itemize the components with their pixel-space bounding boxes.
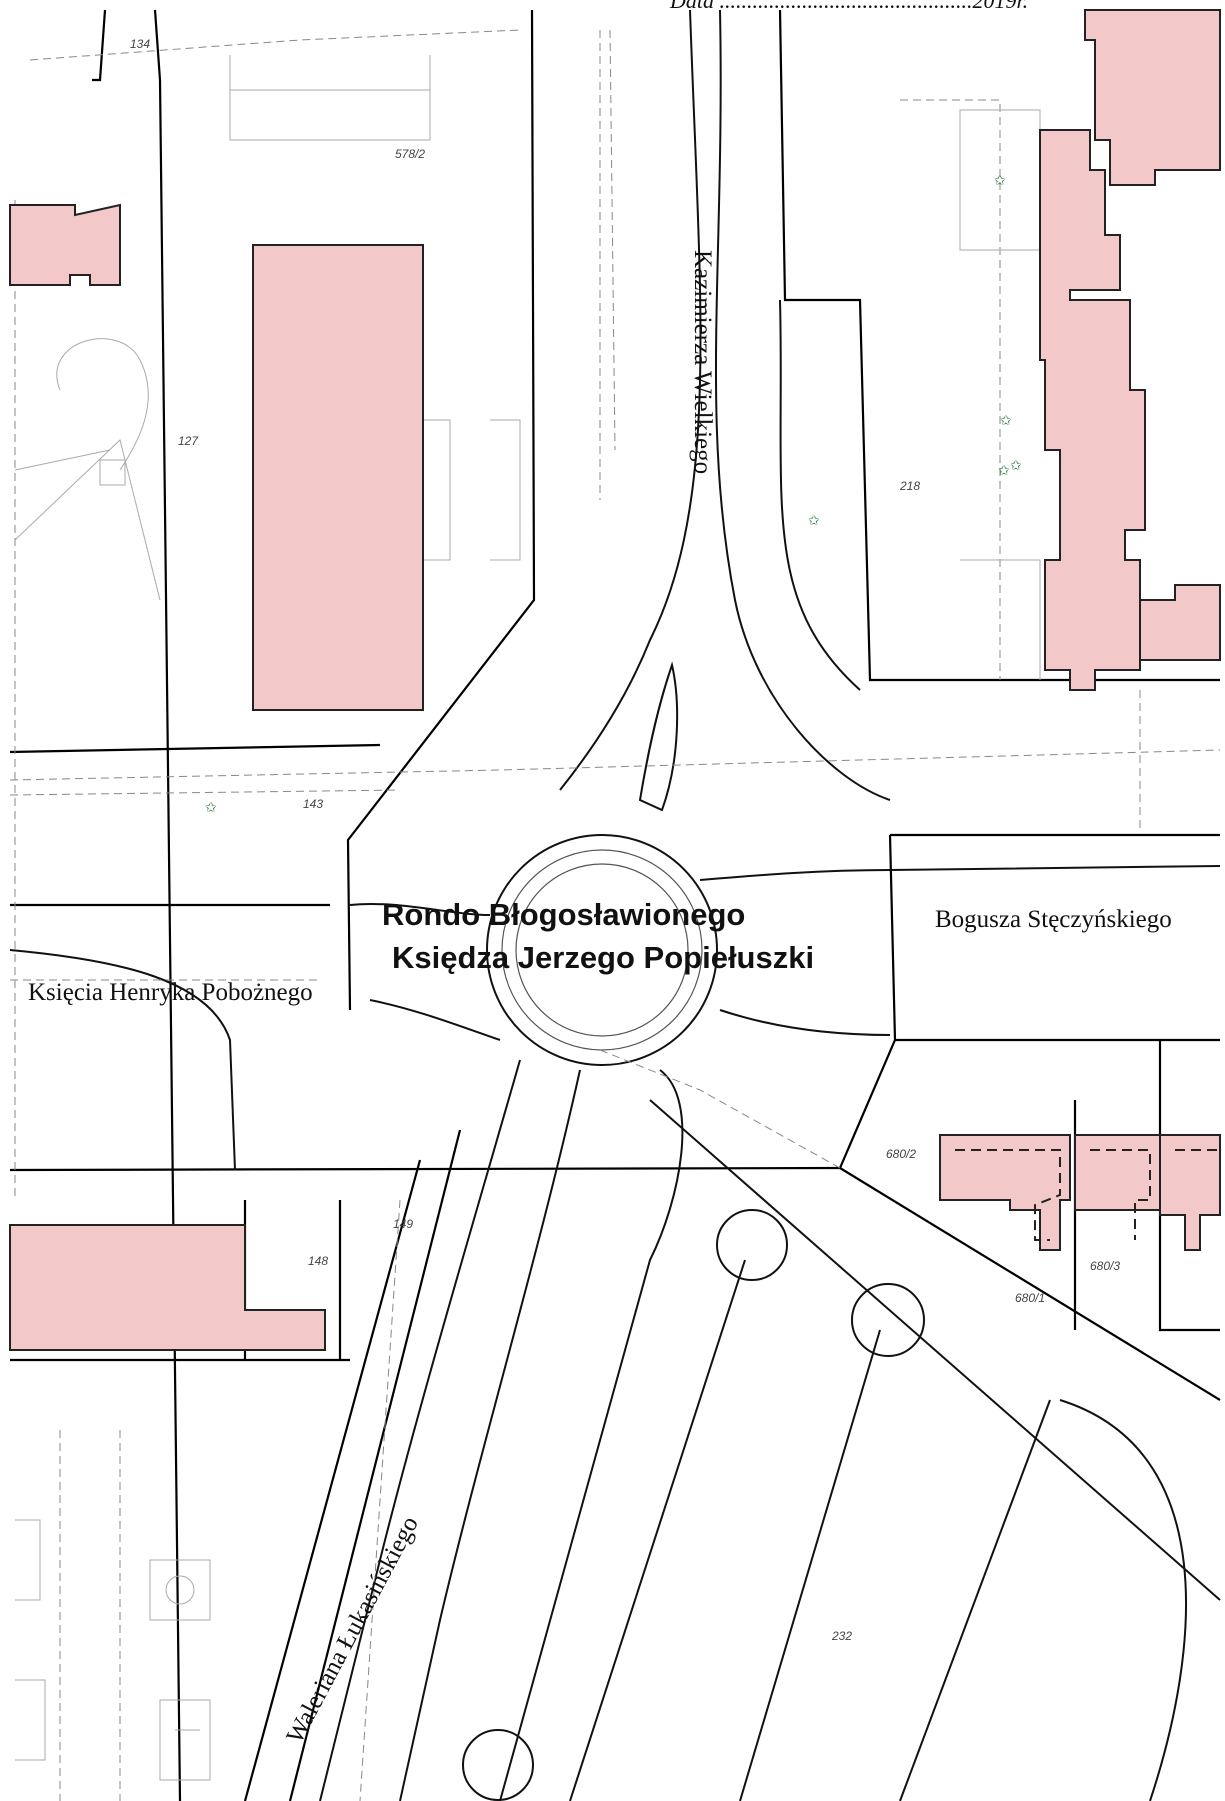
roundabout-name-line-1: Rondo Błogosławionego <box>382 897 745 932</box>
road-east-south-kerb <box>719 1009 891 1036</box>
road-sw-kerb-1 <box>319 1059 521 1801</box>
parking-turn-3 <box>462 1729 534 1801</box>
parcel-line-sw-road <box>243 1159 422 1801</box>
structure-right-building <box>420 419 451 561</box>
road-west-south-kerb <box>369 999 501 1041</box>
plot-label-143: 143 <box>303 797 323 811</box>
street-label-kazimierza-wielkiego: Kazimierza Wielkiego <box>689 250 716 474</box>
parcel-line-left-vertical-2 <box>92 9 107 82</box>
survey-line-1 <box>9 749 1221 781</box>
parking-aisle-2 <box>739 1329 881 1801</box>
plot-label-578-2: 578/2 <box>395 147 425 161</box>
building-south-east-3 <box>1159 1134 1221 1251</box>
u-shaped-structure <box>229 55 431 141</box>
park-path-circle <box>56 338 149 471</box>
roundabout-name-line-2: Księdza Jerzego Popiełuszki <box>392 940 814 975</box>
kiosk-strip <box>159 1699 211 1781</box>
road-kerbs <box>9 9 1221 1801</box>
street-label-bogusza-steczynskiego: Bogusza Stęczyńskiego <box>935 906 1172 933</box>
building-outline-dashed-1 <box>955 1149 1061 1241</box>
survey-line-10 <box>359 1199 401 1801</box>
building-west-small <box>9 203 121 286</box>
parcel-line-top-horizontal <box>9 743 381 754</box>
plot-labels: 134 578/2 127 218 143 149 148 680/2 680/… <box>130 37 1120 1643</box>
roundabout-label: Rondo Błogosławionego Księdza Jerzego Po… <box>382 897 814 975</box>
survey-line-4 <box>599 1049 841 1169</box>
building-large-central <box>252 244 424 711</box>
plot-label-148: 148 <box>308 1254 328 1268</box>
curb-right-lower <box>960 559 1041 680</box>
survey-line-9 <box>59 1430 121 1801</box>
building-south-east-2 <box>1074 1134 1161 1211</box>
building-northeast-1 <box>1084 9 1221 186</box>
parcel-line-bottom-h <box>9 1166 841 1172</box>
road-se-kerb <box>649 1099 1221 1601</box>
parcel-line-sw-road-2 <box>288 1129 462 1801</box>
star-outline-icon: ✩ <box>998 463 1010 479</box>
park-path-diag <box>14 439 161 601</box>
date-line: Data ...................................… <box>669 0 1028 13</box>
plot-label-232: 232 <box>831 1629 852 1643</box>
parcel-line-mid-vertical <box>346 9 536 1011</box>
plot-label-134: 134 <box>130 37 150 51</box>
building-east-edge <box>1139 584 1221 661</box>
parking-turn-1 <box>716 1209 788 1281</box>
buildings <box>9 9 1221 1351</box>
roundabout-inner-ring <box>501 849 703 1051</box>
plot-label-680-1: 680/1 <box>1015 1291 1045 1305</box>
road-north-east-kerb <box>714 9 891 801</box>
structure-mid-strip <box>490 419 521 561</box>
parcel-boundaries <box>9 9 1221 1801</box>
star-outline-icon: ✩ <box>994 173 1006 189</box>
structure-bottom-left <box>15 1519 41 1601</box>
road-west-curve <box>9 949 236 1171</box>
trees: ✩ ✩ ✩ ✩ ✩ ✩ <box>205 173 1022 816</box>
building-outline-dashed-2 <box>1090 1149 1151 1240</box>
building-south-east-1 <box>939 1134 1071 1251</box>
star-outline-icon: ✩ <box>205 800 217 816</box>
roundabout-outer-ring <box>486 834 718 1066</box>
star-outline-icon: ✩ <box>1000 413 1012 429</box>
parcel-line-diag-e <box>838 1039 897 1169</box>
parking-turn-2 <box>851 1283 925 1357</box>
road-sw-kerb-2 <box>399 1069 581 1801</box>
pavilion <box>99 459 126 486</box>
road-north-west-kerb <box>559 9 702 791</box>
building-southwest <box>9 1224 326 1351</box>
fountain-circle <box>165 1575 195 1605</box>
road-east-north-kerb <box>699 865 1221 881</box>
plot-label-680-2: 680/2 <box>886 1147 916 1161</box>
plot-label-127: 127 <box>178 434 199 448</box>
parking-aisle-1 <box>569 1259 746 1801</box>
plot-label-218: 218 <box>899 479 920 493</box>
road-north-inner <box>779 299 861 691</box>
street-label-waleriana-lukasinskiego: Waleriana Łukasińskiego <box>281 1512 424 1748</box>
splitter-island-north <box>638 661 679 812</box>
parking-aisle-3 <box>899 1399 1051 1801</box>
fountain-square <box>149 1559 211 1621</box>
parcel-line-right-upper <box>778 9 1220 682</box>
survey-line-6 <box>599 29 616 500</box>
star-outline-icon: ✩ <box>808 513 820 529</box>
plot-label-149: 149 <box>393 1217 413 1231</box>
road-west-north-kerb <box>349 903 491 916</box>
survey-line-7 <box>900 99 1001 680</box>
parking-right-curve <box>1059 1399 1187 1801</box>
survey-line-2 <box>9 789 401 796</box>
roundabout-island <box>515 863 689 1037</box>
structure-bottom-left-2 <box>15 1679 46 1761</box>
building-east-terrace <box>1039 129 1146 691</box>
plot-label-680-3: 680/3 <box>1090 1259 1120 1273</box>
faint-details <box>14 55 1041 1781</box>
street-label-ksiecia-henryka-poboznego: Księcia Henryka Pobożnego <box>28 979 313 1006</box>
star-outline-icon: ✩ <box>1010 458 1022 474</box>
parcel-line-diag-se <box>839 1167 1221 1401</box>
survey-line-5 <box>29 29 521 61</box>
survey-lines <box>9 29 1221 1801</box>
road-se-kerb-2 <box>499 1069 684 1801</box>
